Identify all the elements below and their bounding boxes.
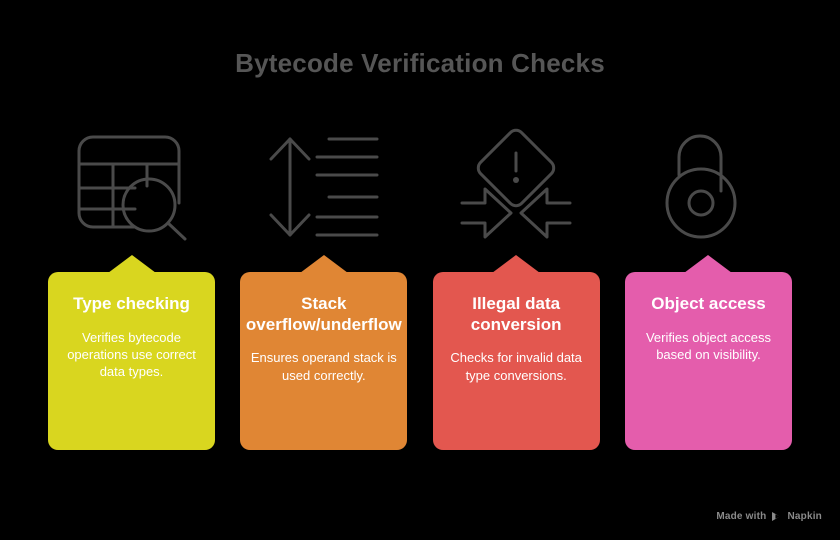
card-title: Type checking: [73, 294, 190, 313]
columns-container: Type checking Verifies bytecode operatio…: [48, 118, 792, 478]
card-stack-overflow-underflow[interactable]: Stack overflow/underflow Ensures operand…: [240, 255, 408, 450]
padlock-icon: [625, 118, 792, 256]
card-notch: [107, 255, 156, 273]
column-object-access: Object access Verifies object access bas…: [624, 118, 792, 450]
card-illegal-data-conversion[interactable]: Illegal data conversion Checks for inval…: [432, 255, 600, 450]
card-notch: [684, 255, 733, 273]
card-description: Ensures operand stack is used correctly.: [250, 350, 397, 383]
card-type-checking[interactable]: Type checking Verifies bytecode operatio…: [48, 255, 215, 450]
table-search-icon: [48, 118, 215, 256]
column-type-checking: Type checking Verifies bytecode operatio…: [48, 118, 215, 450]
warning-collision-arrows-icon: [433, 118, 600, 256]
card-body: Stack overflow/underflow Ensures operand…: [240, 272, 408, 450]
watermark: Made with Napkin: [716, 511, 822, 522]
watermark-prefix: Made with: [716, 511, 767, 522]
card-title-line-2: overflow/underflow: [245, 314, 402, 334]
column-stack-overflow-underflow: Stack overflow/underflow Ensures operand…: [240, 118, 408, 450]
card-title: Object access: [651, 294, 766, 313]
card-title: Illegal data conversion: [470, 294, 562, 334]
stack-updown-arrow-icon: [240, 118, 407, 256]
card-body: Object access Verifies object access bas…: [624, 272, 792, 450]
watermark-brand: Napkin: [787, 511, 822, 522]
card-body: Type checking Verifies bytecode operatio…: [48, 272, 215, 450]
card-title-line-1: Stack: [301, 294, 347, 313]
card-notch: [492, 255, 541, 273]
napkin-logo-icon: [771, 511, 782, 522]
card-description: Verifies object access based on visibili…: [645, 329, 771, 362]
column-illegal-data-conversion: Illegal data conversion Checks for inval…: [432, 118, 600, 450]
card-notch: [299, 255, 348, 273]
card-object-access[interactable]: Object access Verifies object access bas…: [624, 255, 792, 450]
card-body: Illegal data conversion Checks for inval…: [432, 272, 600, 450]
card-description: Checks for invalid data type conversions…: [450, 350, 582, 383]
page-title: Bytecode Verification Checks: [235, 48, 605, 78]
card-description: Verifies bytecode operations use correct…: [67, 329, 196, 380]
